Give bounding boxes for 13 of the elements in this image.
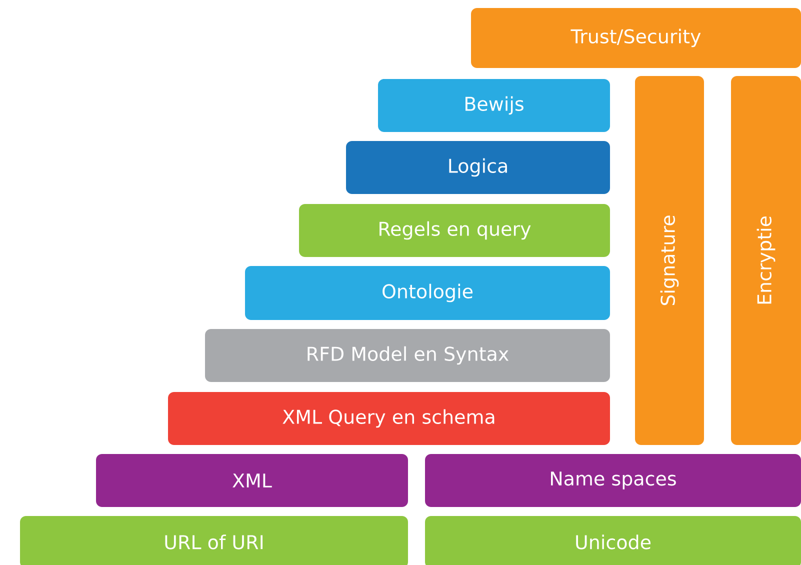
layer-box: Ontologie (245, 266, 610, 320)
layer-box: Trust/Security (471, 8, 801, 68)
layer-box: Bewijs (378, 79, 610, 132)
layer-bar: Encryptie (731, 76, 801, 445)
layer-box: XML (96, 454, 408, 507)
layer-box: Regels en query (299, 204, 610, 257)
layer-box: URL of URI (20, 516, 408, 565)
layer-box: XML Query en schema (168, 392, 610, 445)
layer-box: Name spaces (425, 454, 801, 507)
layer-bar: Signature (635, 76, 704, 445)
layer-box: Unicode (425, 516, 801, 565)
layer-box: Logica (346, 141, 610, 194)
layer-box: RFD Model en Syntax (205, 329, 610, 382)
